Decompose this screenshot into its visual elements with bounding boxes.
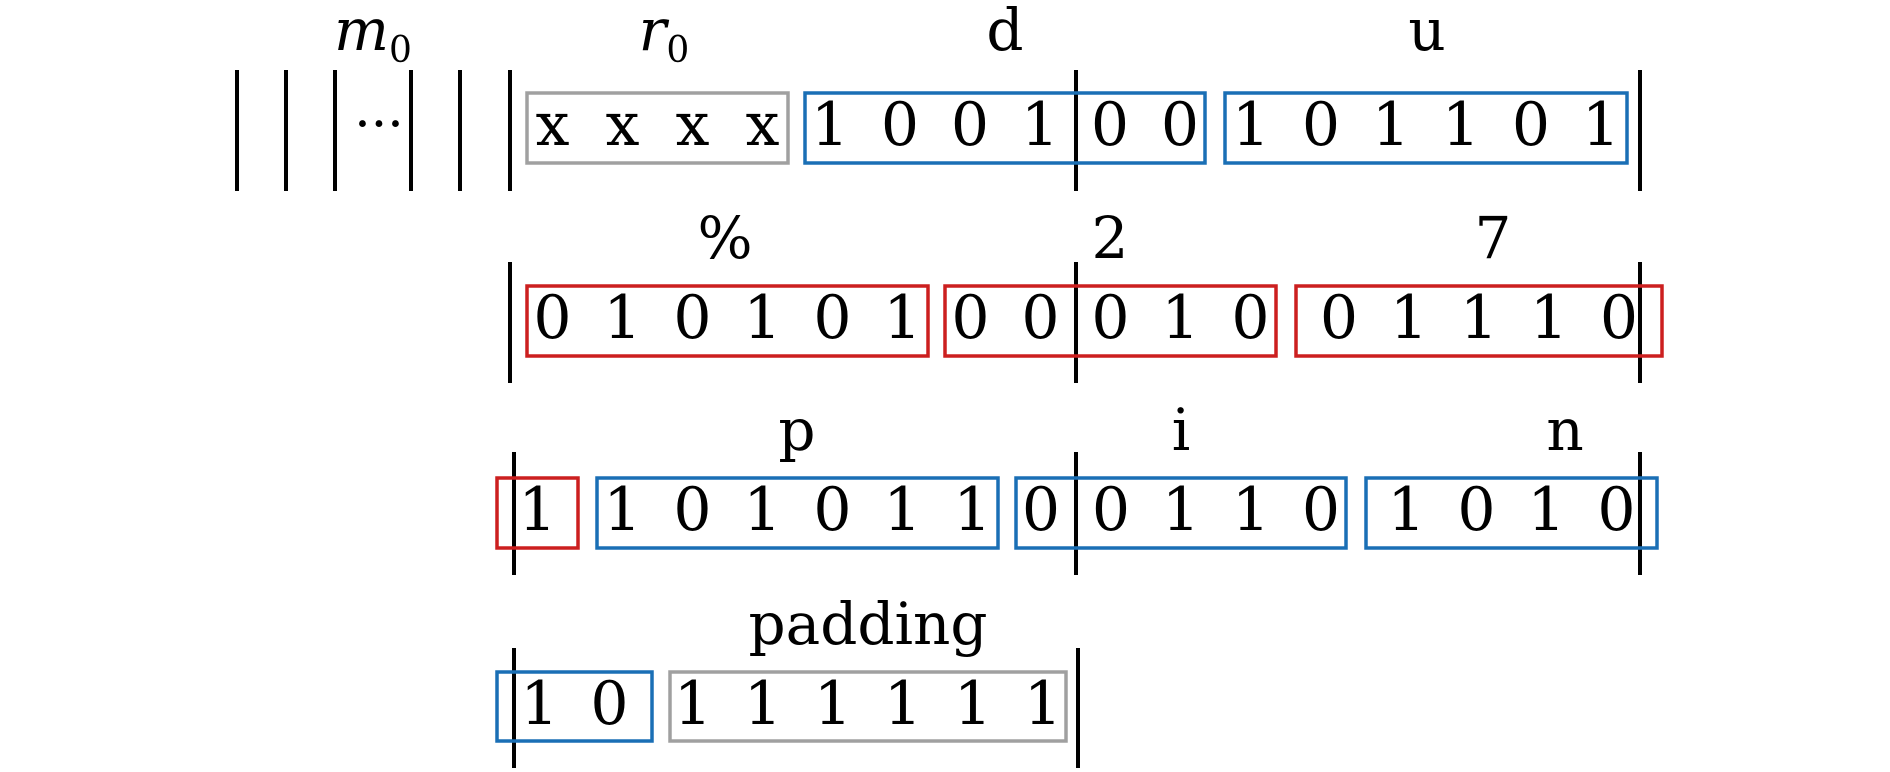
bit-value: 0: [1091, 90, 1129, 160]
bit-value: 1: [1387, 475, 1425, 545]
bit-value: 0: [533, 283, 571, 353]
bit-value: 1: [883, 475, 921, 545]
bit-value: x: [536, 90, 570, 160]
bit-value: 1: [1390, 283, 1428, 353]
bit-value: 1: [953, 475, 991, 545]
label-d: d: [986, 0, 1023, 64]
seven-bits-box: [1294, 284, 1664, 358]
bit-value: 0: [673, 283, 711, 353]
bit-value: 1: [884, 669, 922, 739]
bit-value: 1: [520, 669, 558, 739]
bit-value: 1: [743, 283, 781, 353]
label-m0: m0: [334, 0, 412, 71]
bit-value: 0: [1302, 475, 1340, 545]
bit-value: 1: [1232, 90, 1270, 160]
bit-value: 1: [1442, 90, 1480, 160]
bit-value: 0: [1021, 283, 1059, 353]
bit-value: 1: [674, 669, 712, 739]
n-bits-box: [1364, 476, 1659, 550]
label-u: u: [1408, 0, 1445, 64]
bit-value: x: [676, 90, 710, 160]
bit-value: 0: [1457, 475, 1495, 545]
bit-value: 1: [603, 283, 641, 353]
d-bits-box: [803, 91, 1207, 165]
bit-value: 0: [1597, 475, 1635, 545]
seven-tail-bit-box: [495, 476, 580, 550]
bit-value: 0: [673, 475, 711, 545]
bit-value: 0: [813, 283, 851, 353]
i-bits-box: [1014, 476, 1348, 550]
ellipsis: ···: [354, 95, 404, 155]
u-bits-box: [1223, 91, 1629, 165]
bit-value: 1: [1582, 90, 1620, 160]
bit-value: 1: [814, 669, 852, 739]
bit-value: 0: [590, 669, 628, 739]
bit-value: 1: [1021, 90, 1059, 160]
bit-value: 1: [1527, 475, 1565, 545]
bit-value: 0: [1231, 283, 1269, 353]
label-two: 2: [1092, 204, 1129, 272]
bit-value: 0: [1320, 283, 1358, 353]
bit-value: 0: [813, 475, 851, 545]
bit-value: 0: [1092, 475, 1130, 545]
bit-value: 1: [1232, 475, 1270, 545]
percent-bits-box: [525, 284, 930, 358]
label-seven: 7: [1475, 204, 1512, 272]
bit-value: 1: [1372, 90, 1410, 160]
bit-value: 1: [954, 669, 992, 739]
bit-value: 1: [1161, 283, 1199, 353]
bit-value: 1: [744, 669, 782, 739]
bit-value: x: [606, 90, 640, 160]
padding-bits-box: [668, 670, 1068, 743]
bit-value: 1: [1162, 475, 1200, 545]
label-r0: r0: [639, 0, 690, 71]
bit-value: 0: [1600, 283, 1638, 353]
bit-value: 1: [1460, 283, 1498, 353]
bit-value: 0: [1091, 283, 1129, 353]
bit-value: 0: [951, 90, 989, 160]
p-bits-box: [595, 476, 1000, 550]
label-padding: padding: [749, 590, 988, 658]
label-p: p: [778, 396, 815, 464]
label-n: n: [1546, 396, 1583, 464]
n-tail-bits-box: [495, 670, 654, 743]
bit-value: 1: [811, 90, 849, 160]
bit-value: x: [746, 90, 780, 160]
r0-bits-box: [525, 91, 790, 165]
bit-value: 1: [743, 475, 781, 545]
bit-value: 0: [881, 90, 919, 160]
bit-value: 0: [1512, 90, 1550, 160]
bit-value: 1: [1024, 669, 1062, 739]
bit-value: 1: [883, 283, 921, 353]
two-bits-box: [943, 284, 1278, 358]
label-i: i: [1172, 396, 1191, 464]
bit-value: 1: [603, 475, 641, 545]
bit-value: 1: [1530, 283, 1568, 353]
bit-value: 0: [951, 283, 989, 353]
bit-value: 0: [1022, 475, 1060, 545]
bit-value: 1: [518, 475, 556, 545]
bit-value: 0: [1161, 90, 1199, 160]
bit-value: 0: [1302, 90, 1340, 160]
label-percent: %: [697, 204, 752, 272]
